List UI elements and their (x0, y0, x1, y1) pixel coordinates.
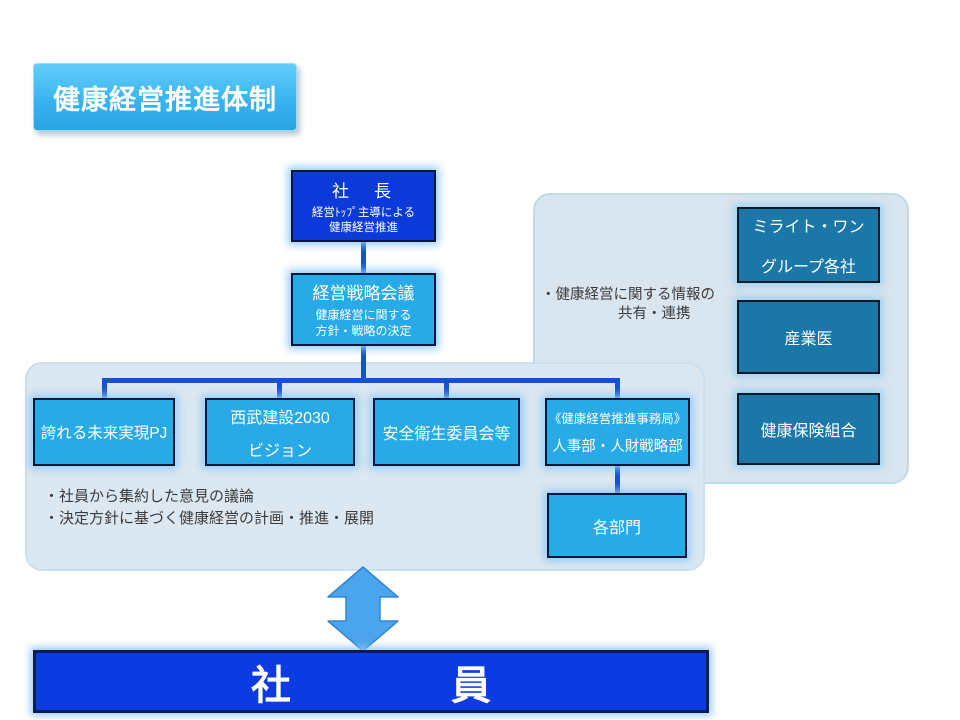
connector-strategy-to-bus (361, 346, 366, 381)
partner-label: 産業医 (784, 331, 833, 348)
partner-label: 健康保険組合 (760, 423, 857, 440)
connector-president-to-strategy (361, 242, 366, 273)
committee-box-safety-health: 安全衛生委員会等 (373, 398, 520, 466)
strategy-meeting-subtitle-line2: 方針・戦略の決定 (315, 324, 412, 338)
information-sharing-note: ・健康経営に関する情報の 共有・連携 (541, 286, 715, 324)
committee-label-line2: 人事部・人財戦略部 (552, 439, 683, 455)
committee-box-vision-2030: 西武建設2030 ビジョン (205, 398, 355, 466)
partner-label-line2: グループ各社 (760, 259, 857, 276)
information-sharing-note-line1: ・健康経営に関する情報の (541, 287, 715, 303)
connector-horizontal-bus (102, 378, 620, 383)
information-sharing-note-line2: 共有・連携 (618, 306, 691, 322)
committee-label: 安全衛生委員会等 (382, 426, 511, 443)
president-title: 社 長 (332, 181, 395, 201)
discussion-notes: ・社員から集約した意見の議論 ・決定方針に基づく健康経営の計画・推進・展開 (44, 486, 374, 530)
connector-stub-committee-2 (277, 380, 282, 398)
strategy-meeting-box: 経営戦略会議 健康経営に関する 方針・戦略の決定 (291, 273, 436, 346)
committee-label: 誇れる未来実現PJ (40, 425, 168, 442)
president-box: 社 長 経営ﾄｯﾌﾟ主導による 健康経営推進 (291, 170, 436, 242)
employees-box: 社 員 (33, 650, 709, 713)
committee-label-line1: 西武建設2030 (230, 409, 330, 427)
up-down-arrow-icon (325, 566, 401, 652)
discussion-note-line2: ・決定方針に基づく健康経営の計画・推進・展開 (44, 510, 375, 527)
strategy-meeting-subtitle-line1: 健康経営に関する (315, 308, 412, 323)
partner-box-occupational-physician: 産業医 (737, 300, 880, 374)
committee-box-promotion-office: 《健康経営推進事務局》 人事部・人財戦略部 (545, 398, 690, 466)
president-subtitle-line2: 健康経営推進 (329, 221, 398, 234)
partner-label-line1: ミライト・ワン (752, 219, 865, 236)
connector-stub-committee-1 (102, 380, 107, 398)
president-subtitle-line1: 経営ﾄｯﾌﾟ主導による (311, 206, 416, 219)
employees-label: 社 員 (251, 663, 491, 708)
departments-label: 各部門 (592, 519, 641, 537)
committee-box-future-project: 誇れる未来実現PJ (33, 398, 175, 466)
connector-stub-committee-3 (444, 380, 449, 398)
page-title: 健康経営推進体制 (33, 63, 297, 131)
committee-label-line2: ビジョン (247, 442, 312, 460)
connector-stub-committee-4 (615, 380, 620, 398)
partner-box-group-companies: ミライト・ワン グループ各社 (737, 207, 880, 283)
strategy-meeting-title: 経営戦略会議 (312, 284, 415, 304)
connector-office-to-departments (615, 465, 620, 493)
committee-label-line1: 《健康経営推進事務局》 (548, 412, 687, 426)
discussion-note-line1: ・社員から集約した意見の議論 (44, 488, 255, 505)
departments-box: 各部門 (547, 493, 687, 558)
partner-box-health-insurance: 健康保険組合 (737, 393, 880, 465)
